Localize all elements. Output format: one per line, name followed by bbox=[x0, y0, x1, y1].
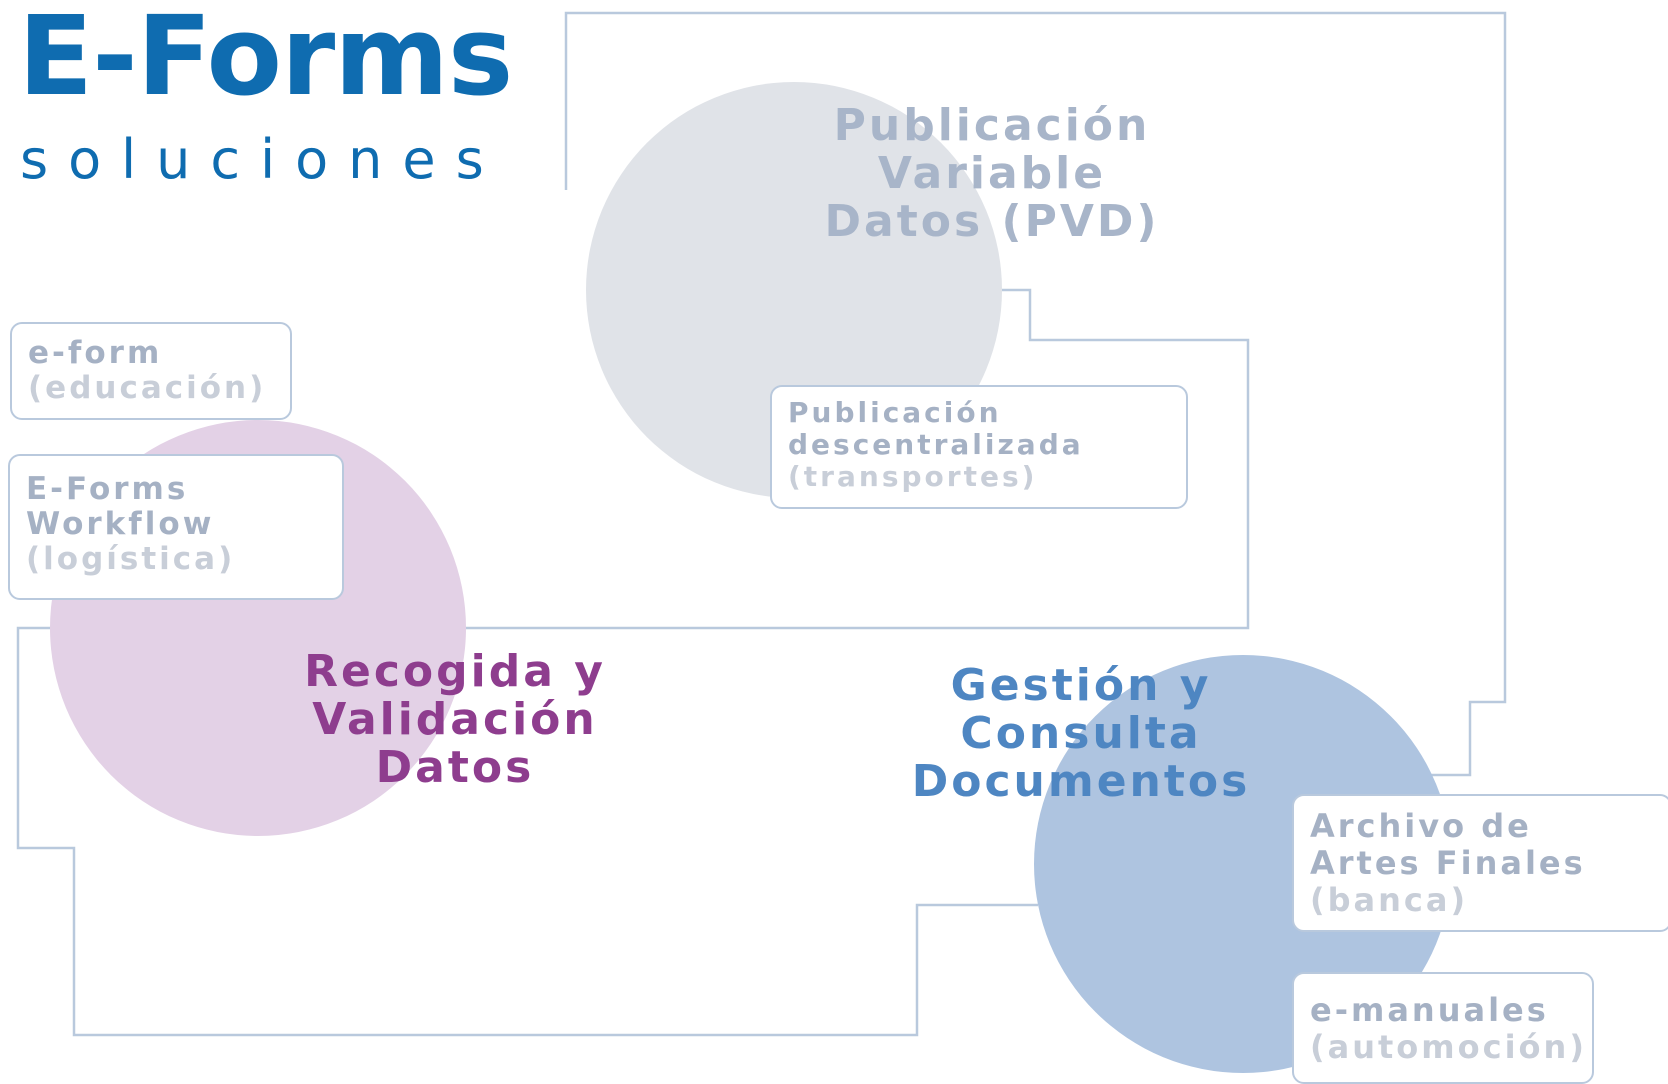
box-title: Workflow bbox=[26, 506, 215, 542]
box-sector: (transportes) bbox=[788, 460, 1038, 493]
frame-line-top bbox=[564, 11, 1507, 777]
box-title: e-manuales bbox=[1310, 991, 1549, 1029]
box-title: Publicación bbox=[788, 396, 1002, 429]
hub-line: Documentos bbox=[911, 756, 1251, 807]
hub-label-recogida: Recogida y Validación Datos bbox=[290, 648, 620, 792]
hub-line: Publicación bbox=[833, 100, 1151, 151]
box-title: descentralizada bbox=[788, 428, 1084, 461]
box-title: E-Forms bbox=[26, 471, 189, 507]
logo-title: E-Forms bbox=[18, 0, 513, 120]
hub-line: Datos (PVD) bbox=[824, 196, 1160, 247]
solution-box-emanuales: e-manuales (automoción) bbox=[1292, 972, 1594, 1084]
box-sector: (automoción) bbox=[1310, 1028, 1587, 1066]
hub-line: Variable bbox=[877, 148, 1107, 199]
hub-line: Gestión y bbox=[950, 660, 1212, 711]
box-title: Archivo de bbox=[1310, 807, 1532, 845]
hub-line: Datos bbox=[375, 742, 535, 793]
box-sector: (educación) bbox=[28, 370, 267, 406]
box-title: e-form bbox=[28, 335, 163, 371]
logo-subtitle: soluciones bbox=[20, 128, 504, 191]
box-sector: (banca) bbox=[1310, 881, 1469, 919]
hub-label-pvd: Publicación Variable Datos (PVD) bbox=[782, 102, 1202, 246]
hub-line: Validación bbox=[312, 694, 598, 745]
hub-label-gestion: Gestión y Consulta Documentos bbox=[896, 662, 1266, 806]
hub-line: Recogida y bbox=[304, 646, 606, 697]
box-sector: (logística) bbox=[26, 541, 236, 577]
hub-line: Consulta bbox=[960, 708, 1202, 759]
solution-box-publicacion: Publicación descentralizada (transportes… bbox=[770, 385, 1188, 509]
solution-box-eform: e-form (educación) bbox=[10, 322, 292, 420]
solution-box-archivo: Archivo de Artes Finales (banca) bbox=[1292, 794, 1668, 932]
solution-box-workflow: E-Forms Workflow (logística) bbox=[8, 454, 344, 600]
box-title: Artes Finales bbox=[1310, 844, 1586, 882]
frame-line-middle bbox=[16, 288, 1250, 1037]
